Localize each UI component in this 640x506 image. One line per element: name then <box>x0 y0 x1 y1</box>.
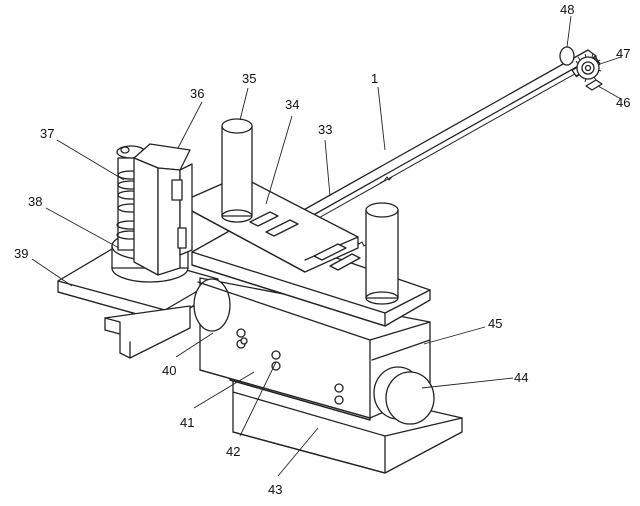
label-48: 48 <box>560 2 574 17</box>
label-47: 47 <box>616 46 630 61</box>
leader-lines <box>31 15 622 477</box>
label-34: 34 <box>285 97 299 112</box>
rack-arm-33 <box>299 49 597 259</box>
label-42: 42 <box>226 444 240 459</box>
label-33: 33 <box>318 122 332 137</box>
drive-gear-47 <box>559 46 602 83</box>
label-1: 1 <box>371 71 378 86</box>
end-cap-44 <box>373 366 435 425</box>
label-46: 46 <box>616 95 630 110</box>
platform-39 <box>57 248 219 359</box>
label-40: 40 <box>162 363 176 378</box>
label-39: 39 <box>14 246 28 261</box>
label-41: 41 <box>180 415 194 430</box>
label-45: 45 <box>488 316 502 331</box>
reference-labels: 1 33 34 35 36 37 38 39 40 41 42 43 44 45… <box>14 2 630 497</box>
label-43: 43 <box>268 482 282 497</box>
label-36: 36 <box>190 86 204 101</box>
label-37: 37 <box>40 126 54 141</box>
roller-35-right <box>365 202 399 305</box>
roller-35-left <box>221 118 253 223</box>
motor-46 <box>585 79 603 91</box>
label-44: 44 <box>514 370 528 385</box>
label-38: 38 <box>28 194 42 209</box>
clamp-head-36 <box>133 143 193 276</box>
label-35: 35 <box>242 71 256 86</box>
